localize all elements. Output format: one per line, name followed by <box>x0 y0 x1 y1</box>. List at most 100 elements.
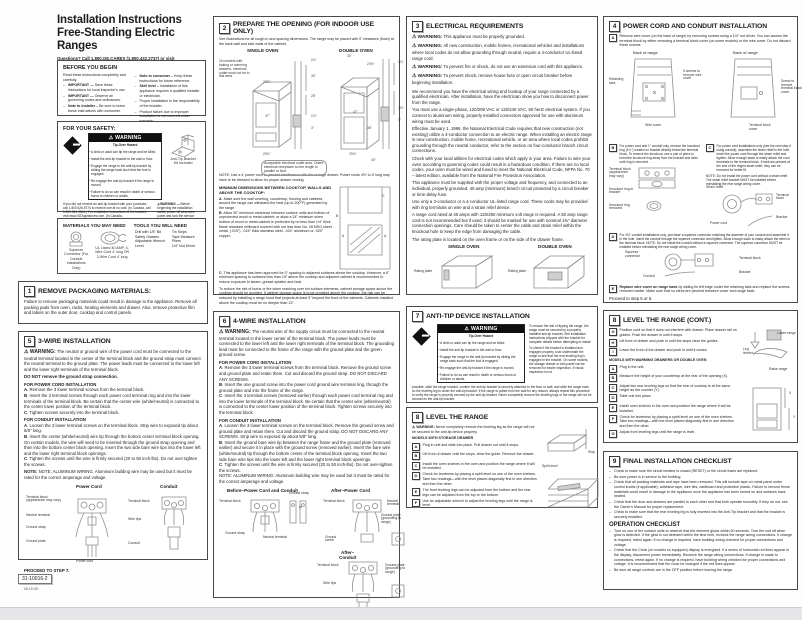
step-text: Insert the 3 terminal screws (removed ea… <box>219 393 393 416</box>
step-letter: A <box>24 387 28 393</box>
dim-label: 30" <box>347 54 352 59</box>
s3-paragraph: We recommend you have the electrical wir… <box>412 88 589 105</box>
step-letter-box: F <box>609 414 617 423</box>
section-number: 9 <box>609 456 620 467</box>
section-5-box: 5 3-WIRE INSTALLATION ⚠ WARNING: The neu… <box>18 331 208 573</box>
step-text: Install oven shelves in the oven and pos… <box>619 403 731 413</box>
diagram-label: Conduit <box>128 540 140 545</box>
tools-col1: Drill with 1/8" Bit Safety Glasses Adjus… <box>135 230 167 270</box>
tool-item: Tape Measure <box>171 234 195 239</box>
step-letter-box: A <box>609 364 617 373</box>
s2-step: C. This appliance has been approved for … <box>219 270 390 285</box>
dim-label: 25⅞" <box>263 152 271 157</box>
s6-step: C. Tighten the screws until the wire is … <box>219 462 393 473</box>
rating-plate-label: Rating plate <box>508 269 527 274</box>
range-cord-icon <box>100 231 127 245</box>
tool-item: 1/4" Nut Driver <box>171 244 196 249</box>
s5-pc-title: FOR POWER CORD INSTALLATION <box>24 381 97 387</box>
spirit-level-diagram <box>547 478 599 508</box>
step-letter-box: C <box>706 143 714 152</box>
diagram-label: Ground strap <box>289 490 309 495</box>
dim-label: 2¼" <box>398 60 404 65</box>
double-oven-label: DOUBLE OVEN <box>538 244 572 250</box>
dim-label: 47" <box>265 114 270 119</box>
section-number: 2 <box>219 22 230 34</box>
s6-before-caption: Before–Power Cord and Conduit <box>227 487 298 493</box>
dim-label: 25" <box>311 94 316 99</box>
checklist-item: Check to make sure that the rear levelin… <box>609 510 792 519</box>
s6-aftercd-caption: After–Conduit <box>339 549 357 560</box>
tool-item: Tin Snips <box>171 230 187 234</box>
before-item-text: Installation of this appliance requires … <box>139 84 200 98</box>
hazard-title: Tip-Over Hazard <box>468 334 494 339</box>
step-text: Loosen the 3 lower terminal screws on th… <box>219 423 394 440</box>
diagram-label: Terminal block (appearance may vary) <box>26 494 61 503</box>
section-number: 7 <box>412 311 423 322</box>
diagram-label: Terminal block cover <box>749 123 771 131</box>
step-letter-box: F <box>412 498 420 507</box>
diagram-label: Screw to remove terminal block cover <box>781 79 802 95</box>
squeeze-connector-icon <box>69 231 83 247</box>
ground-plate-box-icon <box>391 532 405 545</box>
section-title: ANTI-TIP DEVICE INSTALLATION <box>426 313 530 320</box>
s5-step: A. Remove the 3 lower terminal screws fr… <box>24 387 145 393</box>
s6-warning: The neutral wire of the supply circuit m… <box>219 329 394 358</box>
step-letter-box: H <box>609 338 617 347</box>
diagram-label: Wire tips <box>323 580 337 585</box>
step-text: Tighten screws securely into the termina… <box>29 409 120 415</box>
dim-label: 3" <box>311 126 315 131</box>
plan-label: B <box>336 213 339 218</box>
step-text: Remove wire cover (on the back of range)… <box>619 34 791 48</box>
diagram-label: Neutral terminal <box>387 498 400 507</box>
step-text: Measure the height of your countertop at… <box>619 374 729 379</box>
diagram-label: Retaining tabs <box>609 77 624 85</box>
tool-item: Pliers <box>171 239 181 244</box>
diagram-label: Bracket <box>739 270 751 275</box>
before-intro: Read these instructions completely and c… <box>63 73 126 82</box>
s3-warning: To prevent shock, remove house fuse or o… <box>412 72 573 86</box>
s6-step: A. Remove the 3 lower terminal screws fr… <box>219 365 391 382</box>
before-item: Proper installation is the responsibilit… <box>135 99 201 108</box>
step-letter: C <box>24 409 28 415</box>
rating-plate-single-diagram <box>440 255 494 289</box>
step-text: Tighten the screws until the wire is fir… <box>219 462 393 473</box>
connector-caption: Squeeze Connector (For Conduit Installat… <box>64 248 89 270</box>
diagram-label: Squeeze connector <box>625 250 640 258</box>
step-letter-box: B <box>609 143 617 152</box>
safety-title: FOR YOUR SAFETY: <box>63 126 116 132</box>
wire-cover-diagram <box>630 58 676 118</box>
s6-cd-title: FOR CONDUIT INSTALLATION <box>219 417 281 423</box>
step-lead: Replace wire cover on range back <box>619 284 678 289</box>
section-title: FINAL INSTALLATION CHECKLIST <box>623 458 732 465</box>
drawer-stop-diagram <box>546 429 588 452</box>
diagram-label: Terminal block <box>323 498 345 503</box>
section-title: LEVEL THE RANGE <box>426 414 489 421</box>
diagram-label: Terminal block (appearance may vary) <box>609 166 631 178</box>
s3-warning: To prevent fire or shock, do not use an … <box>443 63 584 69</box>
s3-paragraph: You must use a single-phase, 120/208 VAC… <box>412 107 590 124</box>
section-6-box: 6 4-WIRE INSTALLATION ⚠ WARNING: The neu… <box>213 311 405 610</box>
step-text: For power cord and 1" conduit only, remo… <box>619 143 700 164</box>
safety-warning-lead: ⚠WARNING — <box>157 202 180 207</box>
s5-conduit-caption: Conduit <box>160 483 178 489</box>
s5-warning: The neutral or ground wire of the power … <box>24 349 201 372</box>
step-letter-box: G <box>609 328 617 336</box>
double-oven-diagram <box>340 59 395 151</box>
or-label: or <box>299 504 303 509</box>
step-text: by sliding its left edge under the retai… <box>619 284 790 294</box>
warning-lead: ⚠ WARNING: <box>412 44 443 50</box>
checklist-item: Be sure power is in service to the build… <box>609 475 792 480</box>
s3-paragraph: Check with your local utilities for elec… <box>412 156 591 178</box>
diagram-label: Knockout ring in bracket <box>609 186 634 195</box>
section-1-body: Failure to remove packaging materials co… <box>24 299 197 316</box>
s6-step: C. Insert the 3 terminal screws (removed… <box>219 393 393 416</box>
step-letter-box: E <box>412 487 420 496</box>
before-item-lead: Note to Installer – <box>68 104 99 109</box>
checklist-item: Turn on one of the surface units to obse… <box>609 529 792 548</box>
step-letter-box: I <box>609 348 617 357</box>
section-9-box: 9 FINAL INSTALLATION CHECKLIST Check to … <box>603 451 798 590</box>
s6-afterpc-caption: After–Power Cord <box>331 487 371 493</box>
s5-step: B. Insert the 3 terminal screws through … <box>24 392 200 410</box>
tip-over-warning-box: ⚠ WARNING Tip-Over Hazard A child or adu… <box>88 133 163 201</box>
